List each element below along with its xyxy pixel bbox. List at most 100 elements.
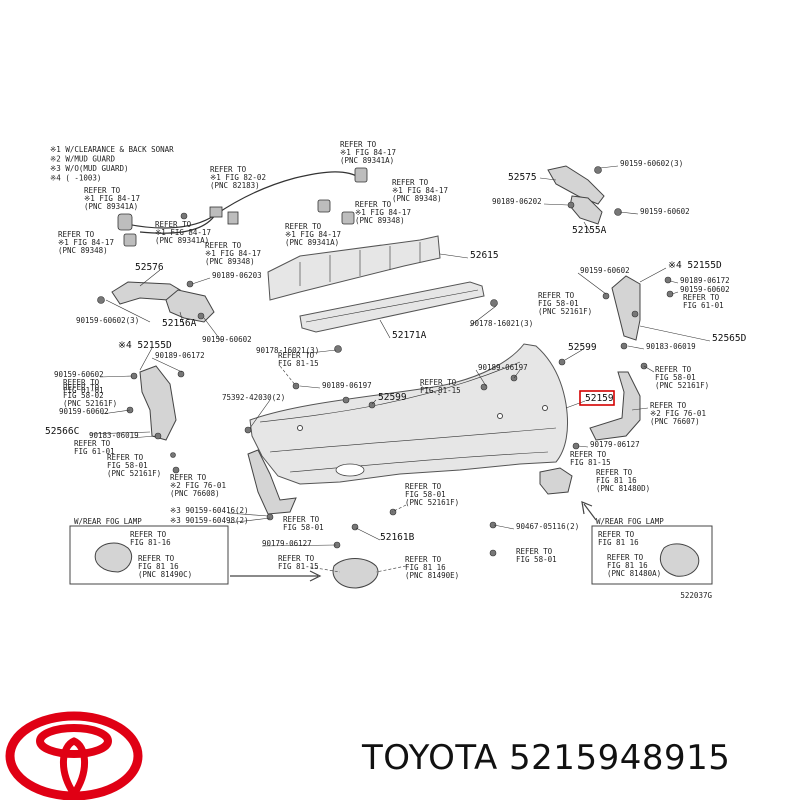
pn-52156a: 52156A <box>162 318 197 329</box>
pn-90179-06127-b: 90179-06127 <box>262 539 312 548</box>
retainer-52155d-left <box>139 365 177 441</box>
inset-left: W/REAR FOG LAMP <box>69 517 229 585</box>
fog-lamp-bracket-right <box>539 467 573 495</box>
pn-90159-60498-2: ※3 90159-60498(2) <box>170 516 249 525</box>
pn-90467-05116-2: 90467-05116(2) <box>516 522 579 531</box>
pn-90178-16021-3b: 90178-16021(3) <box>256 346 319 355</box>
pn-52171a: 52171A <box>392 330 427 341</box>
ref-84-17-f: REFER TO※1 FIG 84-17(PNC 89341A) <box>285 222 341 247</box>
inset-arrow <box>230 570 322 582</box>
ref-84-17-g: REFER TO※1 FIG 84-17(PNC 89348) <box>58 230 114 255</box>
lower-trim-52159 <box>589 371 641 441</box>
pn-90159-60602-3b: 90159-60602(3) <box>76 316 139 325</box>
brand-name: TOYOTA <box>362 738 498 778</box>
part-number-labels: 5257590159-60602(3)90189-0620290159-6060… <box>45 159 747 548</box>
pn-90183-06019-a: 90183-06019 <box>646 342 696 351</box>
pn-90183-06019-b: 90183-06019 <box>89 431 139 440</box>
part-number: 5215948915 <box>509 738 731 778</box>
pn-90159-60602-3a: 90159-60602(3) <box>620 159 683 168</box>
fog-lamp-hole-left <box>335 463 365 477</box>
leader-lines <box>89 165 711 573</box>
fog-lamp-left-shape <box>94 542 133 573</box>
note-4: ※4 ( -1003) <box>50 174 101 183</box>
pn-52155a: 52155A <box>572 225 607 236</box>
notes-legend: ※1 W/CLEARANCE & BACK SONAR※2 W/MUD GUAR… <box>50 145 174 183</box>
pn-52161b: 52161B <box>380 532 415 543</box>
pn-90189-06202: 90189-06202 <box>492 197 542 206</box>
ref-76-01-b: REFER TO※2 FIG 76-01(PNC 76608) <box>170 473 226 498</box>
sensor-right <box>341 211 355 225</box>
toyota-logo <box>5 711 143 800</box>
sensor-connector-b <box>227 211 239 225</box>
inset-arrow-right <box>581 501 597 521</box>
fog-lamp-right-shape <box>660 543 700 577</box>
brand-caption: TOYOTA 5215948915 <box>362 738 730 778</box>
pn-52599-a: 52599 <box>568 342 597 353</box>
pn-52576: 52576 <box>135 262 164 273</box>
ref-84-17-e: REFER TO※1 FIG 84-17(PNC 89341A) <box>155 220 211 245</box>
highlight-52159 <box>579 390 615 406</box>
reinforcement <box>299 281 485 333</box>
inset-right: W/REAR FOG LAMP <box>591 517 713 585</box>
note-2: ※2 W/MUD GUARD <box>50 155 115 164</box>
pn-52615: 52615 <box>470 250 499 261</box>
harness-wire <box>117 171 361 234</box>
pn-52565d: 52565D <box>712 333 747 344</box>
pn-52155d-b: ※4 52155D <box>118 340 172 351</box>
ref-84-17-c: REFER TO※1 FIG 84-17(PNC 89341A) <box>84 186 140 211</box>
sensor-top <box>354 167 368 183</box>
pn-90189-06172-b: 90189-06172 <box>155 351 205 360</box>
pn-90159-60602-b: 90159-60602 <box>580 266 630 275</box>
ref-82-02: REFER TO※1 FIG 82-02(PNC 82183) <box>210 165 266 190</box>
pn-90159-60602-c: 90159-60602 <box>680 285 730 294</box>
note-1: ※1 W/CLEARANCE & BACK SONAR <box>50 145 174 154</box>
ref-84-17-b: REFER TO※1 FIG 84-17(PNC 89348) <box>392 178 448 203</box>
pn-90159-60602-e: 90159-60602 <box>54 370 104 379</box>
mud-guard-left <box>247 449 297 515</box>
sonar-hole-c <box>542 405 548 411</box>
pn-52159: 52159 <box>585 393 614 404</box>
energy-absorber <box>267 235 441 301</box>
pn-52155d-a: ※4 52155D <box>668 260 722 271</box>
sensor-center <box>317 199 331 213</box>
reference-labels: REFER TO※1 FIG 84-17(PNC 89341A) REFER TO… <box>58 140 724 580</box>
rear-fog-lamp-center <box>332 558 379 589</box>
pn-90189-06197-b: 90189-06197 <box>322 381 372 390</box>
ref-84-17-d: REFER TO※1 FIG 84-17(PNC 89348) <box>355 200 411 225</box>
pn-90159-60416-2: ※3 90159-60416(2) <box>170 506 249 515</box>
pn-75392-42030-2: 75392-42030(2) <box>222 393 285 402</box>
pn-90178-16021-3a: 90178-16021(3) <box>470 319 533 328</box>
reinforcement-edge <box>305 289 479 323</box>
pn-90159-60602-d: 90159-60602 <box>202 335 252 344</box>
pn-90159-60602-a: 90159-60602 <box>640 207 690 216</box>
diagram-id: 522037G <box>680 591 712 600</box>
pn-90189-06172-a: 90189-06172 <box>680 276 730 285</box>
retainer-52155d-right <box>611 275 641 341</box>
bumper-cover-top <box>259 361 521 423</box>
note-3: ※3 W/O(MUD GUARD) <box>50 164 129 173</box>
sensor-far-left <box>123 233 137 247</box>
pn-52599-b: 52599 <box>378 392 407 403</box>
inset-left-title: W/REAR FOG LAMP <box>74 517 142 526</box>
ref-76-01-a: REFER TO※2 FIG 76-01(PNC 76607) <box>650 401 706 426</box>
pn-90189-06203: 90189-06203 <box>212 271 262 280</box>
inset-right-title: W/REAR FOG LAMP <box>596 517 664 526</box>
sensor-left <box>117 213 133 231</box>
bumper-cover <box>249 343 569 485</box>
